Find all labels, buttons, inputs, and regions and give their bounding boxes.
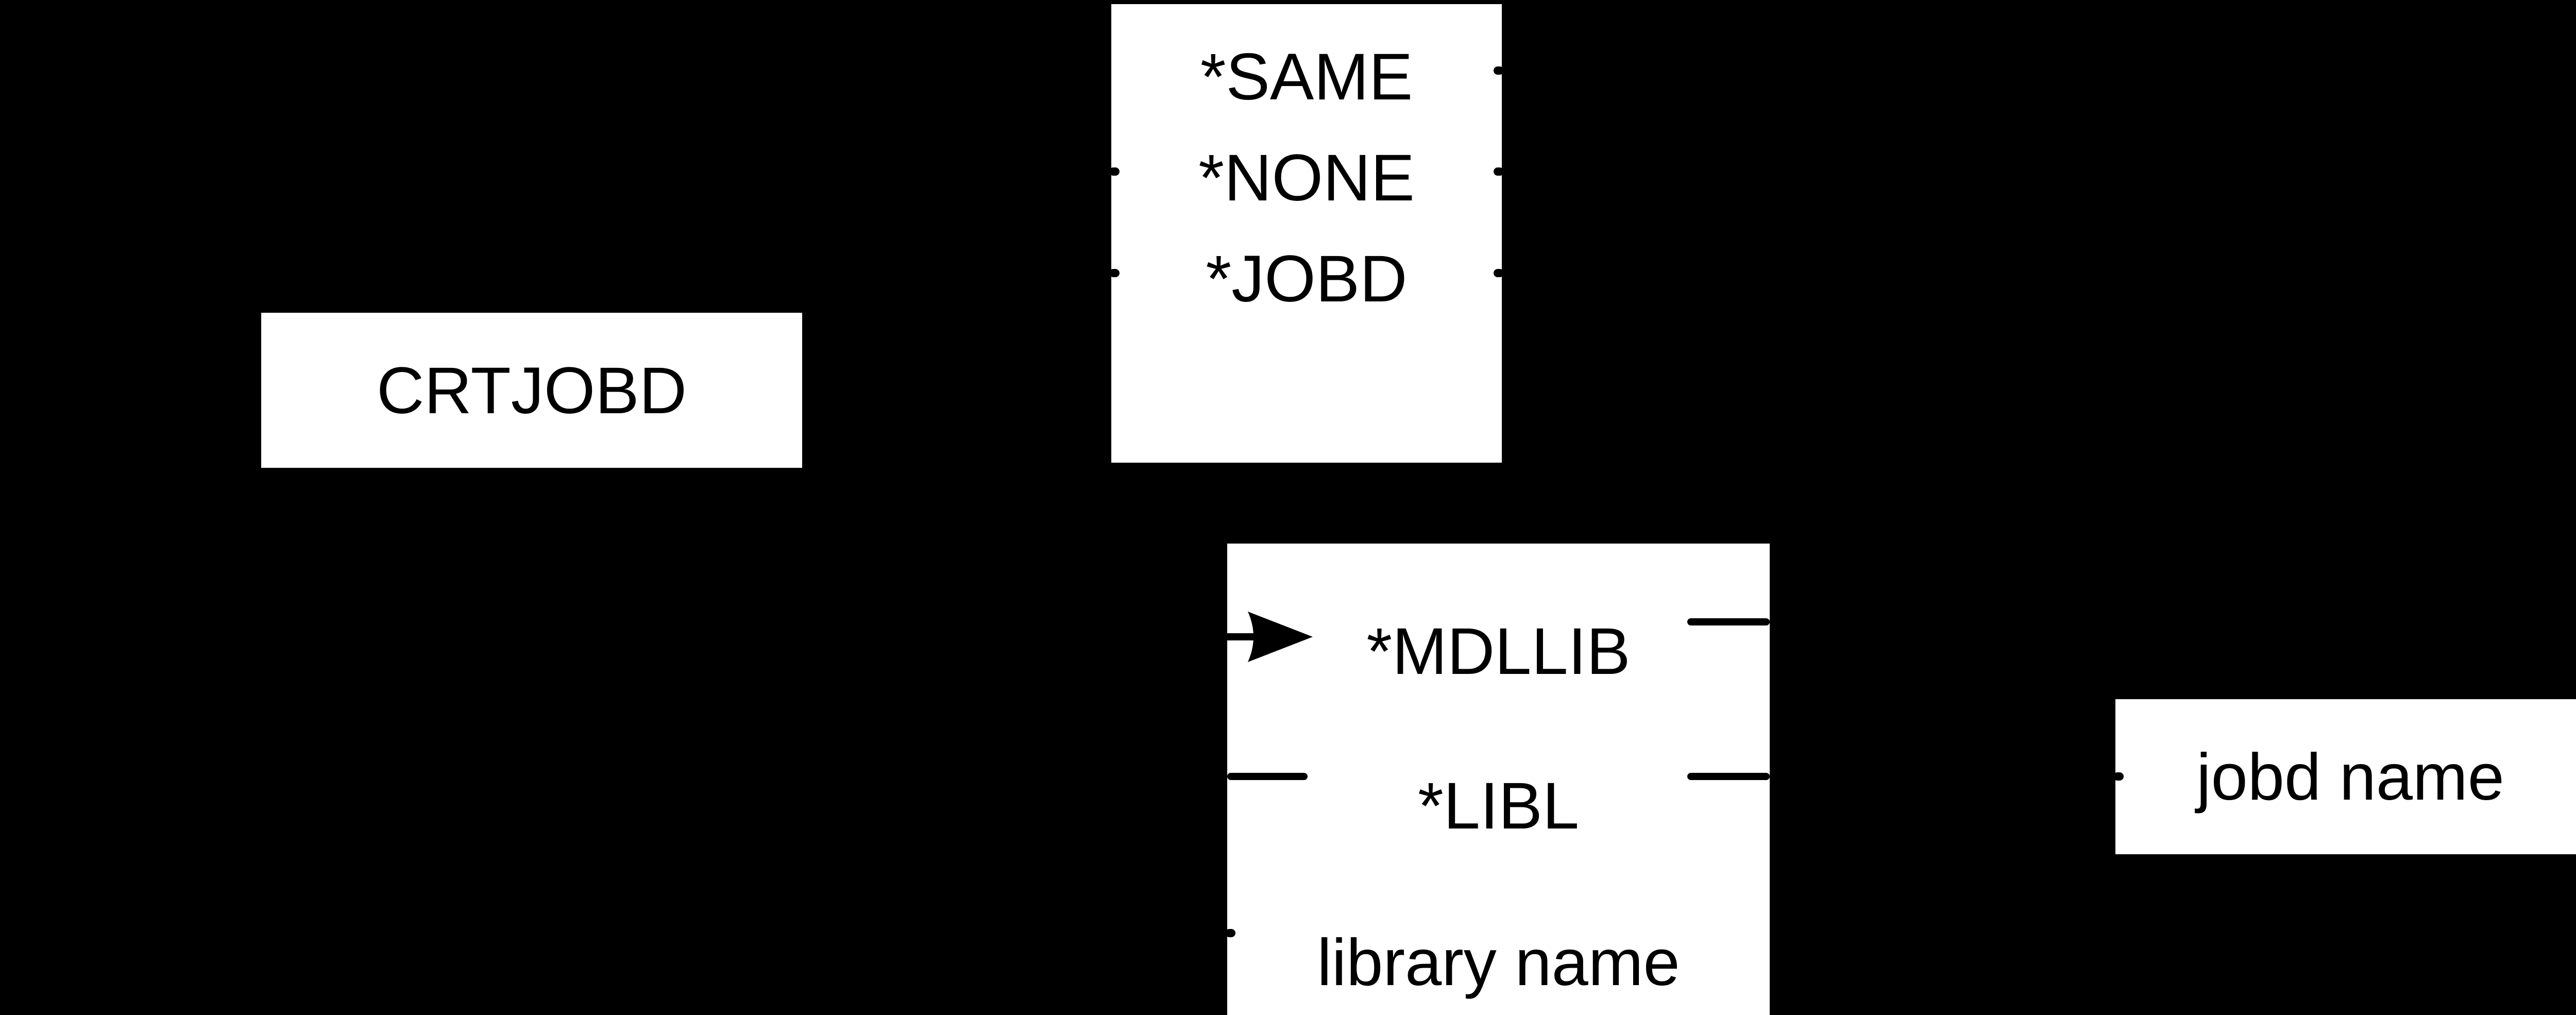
connector-nub-right-same bbox=[1494, 66, 1504, 75]
node-jobd-name-label: jobd name bbox=[2196, 740, 2504, 814]
node-library-option-library-name: library name bbox=[1317, 926, 1680, 1000]
connector-stub-right-libl bbox=[1687, 773, 1770, 780]
node-library-option-libl: *LIBL bbox=[1417, 769, 1580, 843]
connector-nub-left-library-name bbox=[1225, 929, 1235, 937]
connector-nub-right-jobd bbox=[1494, 269, 1504, 277]
node-special-values-option-jobd: *JOBD bbox=[1206, 242, 1408, 316]
node-special-values-option-none: *NONE bbox=[1198, 141, 1415, 215]
connector-nub-right-none bbox=[1494, 167, 1504, 176]
connector-nub-left-jobd-name bbox=[2113, 772, 2124, 781]
node-special-values: *SAME *NONE *JOBD bbox=[1109, 4, 1504, 463]
node-library-qualifier: *MDLLIB *LIBL library name bbox=[1225, 544, 1770, 1015]
connector-nub-left-none bbox=[1109, 167, 1120, 176]
node-crtjobd-label: CRTJOBD bbox=[376, 354, 687, 428]
connector-stub-left-libl bbox=[1227, 773, 1308, 780]
connector-nub-left-jobd bbox=[1109, 269, 1120, 277]
node-special-values-option-same: *SAME bbox=[1200, 40, 1413, 114]
node-crtjobd: CRTJOBD bbox=[261, 313, 802, 468]
node-library-option-mdllib: *MDLLIB bbox=[1366, 615, 1631, 688]
flow-arrow-right-icon bbox=[1227, 608, 1315, 665]
node-jobd-name: jobd name bbox=[2113, 699, 2576, 854]
connector-stub-right-mdllib bbox=[1687, 618, 1770, 625]
